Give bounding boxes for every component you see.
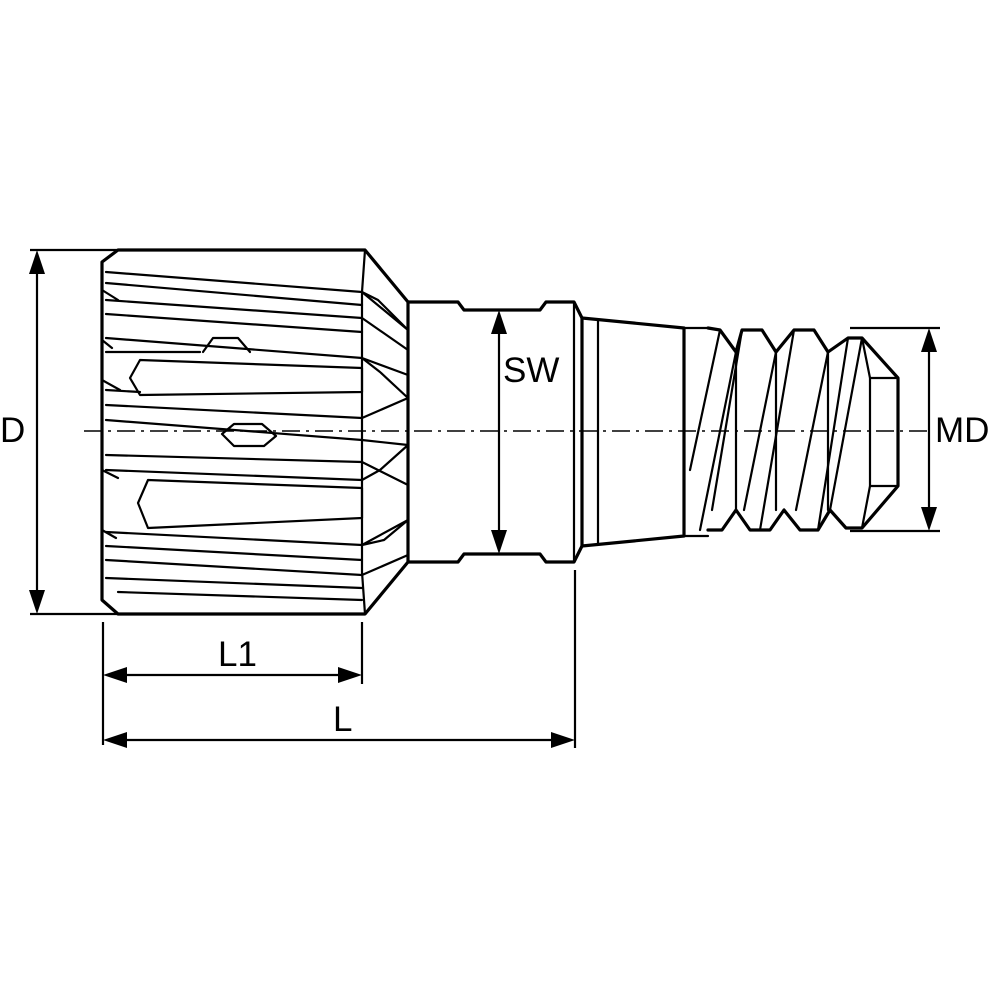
dimension-l: L — [103, 570, 577, 748]
tapered-section — [580, 316, 710, 548]
dimension-sw: SW — [491, 310, 559, 554]
cutter-head — [100, 248, 410, 616]
dimension-d: D — [0, 248, 118, 616]
dimension-md: MD — [850, 326, 989, 533]
dimension-label-l: L — [333, 700, 352, 739]
dimension-label-md: MD — [935, 411, 989, 450]
dimension-l1: L1 — [101, 622, 364, 745]
dimension-label-l1: L1 — [218, 635, 257, 674]
dimension-label-d: D — [0, 411, 25, 450]
threaded-shank — [688, 326, 900, 532]
dimension-label-sw: SW — [503, 351, 559, 390]
wrench-flat-neck — [406, 300, 584, 564]
